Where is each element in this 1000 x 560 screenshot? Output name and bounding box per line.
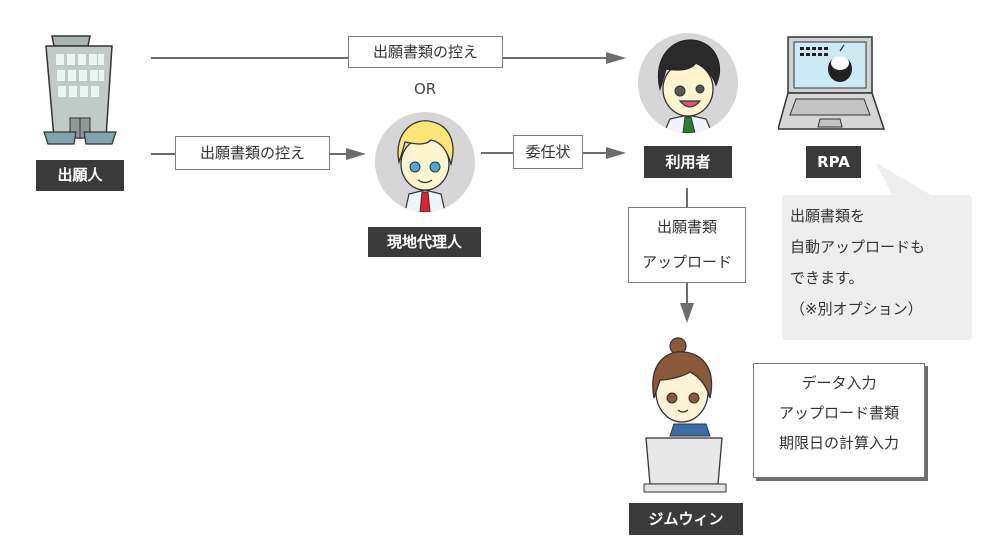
- rpa-node: [777, 33, 888, 133]
- rpa-bubble-line-2: 自動アップロードも: [790, 238, 926, 256]
- jimwin-node: [640, 336, 740, 500]
- upload-edge-label-line-2: アップロード: [641, 253, 732, 271]
- local-agent-label: 現地代理人: [368, 227, 481, 257]
- user-avatar: [638, 33, 738, 133]
- jimwin-task-line-2: アップロード書類: [778, 404, 899, 422]
- top-edge-label: 出願書類の控え: [348, 36, 503, 68]
- bubble-tail: [876, 163, 938, 199]
- upload-edge-line-bottom: [686, 283, 688, 305]
- upload-edge-line-top: [686, 188, 688, 207]
- jimwin-task-line-1: データ入力: [801, 374, 877, 392]
- rpa-speech-bubble: 出願書類を 自動アップロードも できます。 （※別オプション）: [782, 195, 972, 340]
- arrow-to-local-agent: [346, 148, 366, 160]
- local-agent-avatar: [375, 112, 475, 212]
- lower-edge-line-right: [330, 153, 348, 155]
- arrow-to-jimwin: [680, 303, 694, 323]
- blond-man-avatar-icon: [397, 120, 454, 212]
- poa-edge-line-right: [583, 152, 608, 154]
- jimwin-label: ジムウィン: [629, 503, 743, 535]
- rpa-bubble-line-4: （※別オプション）: [790, 300, 923, 318]
- dark-haired-man-avatar-icon: [657, 39, 720, 133]
- upload-edge-label-line-1: 出願書類: [656, 218, 717, 236]
- rpa-bubble-line-1: 出願書類を: [790, 207, 866, 225]
- rpa-label: RPA: [806, 146, 861, 178]
- poa-edge-label: 委任状: [513, 135, 583, 169]
- applicant-node: [40, 30, 130, 150]
- upload-edge-label: 出願書類 アップロード: [628, 207, 746, 283]
- jimwin-task-line-3: 期限日の計算入力: [778, 434, 899, 452]
- laptop-robot-icon: [777, 36, 886, 130]
- lower-edge-label: 出願書類の控え: [175, 136, 330, 170]
- office-building-icon: [43, 35, 117, 145]
- user-label: 利用者: [644, 146, 732, 178]
- woman-at-laptop-icon: [643, 337, 727, 493]
- top-edge-line-left: [151, 57, 348, 59]
- poa-edge-line-left: [481, 152, 513, 154]
- arrow-to-user-top: [606, 52, 626, 64]
- top-edge-line-right: [503, 57, 608, 59]
- rpa-bubble-line-3: できます。: [790, 269, 864, 287]
- lower-edge-line-left: [151, 153, 175, 155]
- applicant-label: 出願人: [36, 160, 124, 191]
- or-text: OR: [414, 80, 437, 98]
- jimwin-tasks-box: データ入力 アップロード書類 期限日の計算入力: [753, 363, 925, 478]
- arrow-to-user-poa: [606, 147, 626, 159]
